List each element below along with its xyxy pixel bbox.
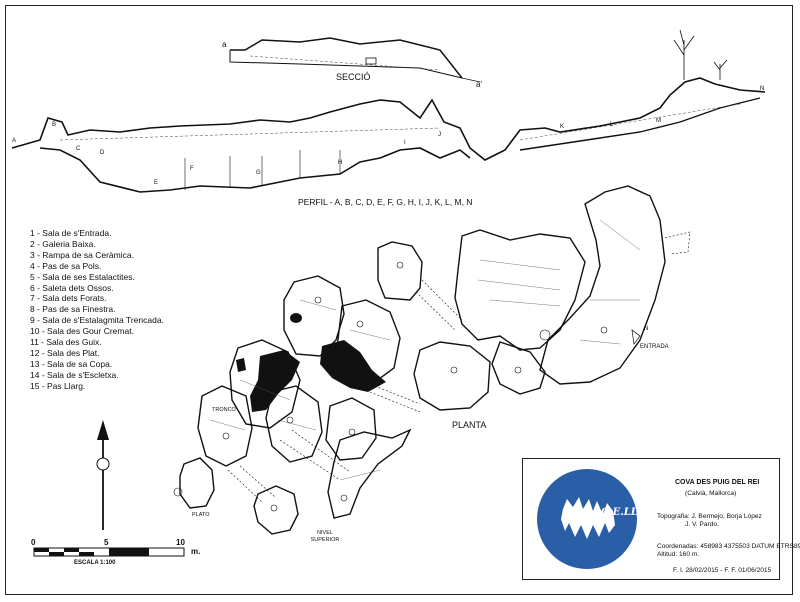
legend-item: 11 - Sala des Guix.	[30, 337, 102, 348]
profile-letter-h: H	[338, 160, 343, 166]
legend-item: 10 - Sala des Gour Cremat.	[30, 326, 134, 337]
profile-letter-g: G	[256, 170, 261, 176]
scale-tick-10: 10	[176, 538, 185, 547]
entrada-label: ENTRADA	[640, 344, 669, 350]
seccio-label: SECCIÓ	[336, 72, 371, 82]
legend-item: 2 - Galeria Baixa.	[30, 238, 96, 249]
legend-item: 14 - Sala de s'Escletxa.	[30, 369, 119, 380]
perfil-label: PERFIL - A, B, C, D, E, F, G, H, I, J, K…	[298, 197, 473, 207]
coordenadas-line2: Altitud: 160 m.	[657, 551, 700, 558]
profile-letter-n: N	[760, 86, 765, 92]
profile-letter-a: A	[12, 138, 17, 144]
coordenadas-line1: Coordenadas: 458983 4375503 DATUM ETRS89…	[657, 543, 800, 550]
profile-letter-c: C	[76, 146, 81, 152]
section-marker-a-prime: a'	[476, 80, 482, 89]
legend-item: 3 - Rampa de sa Ceràmica.	[30, 249, 134, 260]
scale-unit: m.	[191, 547, 201, 556]
scale-tick-5: 5	[104, 538, 109, 547]
scale-tick-0: 0	[31, 538, 36, 547]
topografia-line2: J. V. Pardo.	[685, 521, 719, 528]
topografia-line1: Topografia: J. Bermejo, Borja López	[657, 513, 762, 520]
legend-item: 13 - Sala de sa Copa.	[30, 358, 113, 369]
room-legend: 1 - Sala de s'Entrada. 2 - Galeria Baixa…	[30, 228, 164, 392]
map-frame	[5, 5, 793, 595]
tronco-label: TRONCO	[212, 407, 236, 413]
legend-item: 7 - Sala dets Forats.	[30, 293, 107, 304]
section-marker-a: a	[222, 40, 227, 49]
legend-item: 12 - Sala des Plat.	[30, 347, 100, 358]
planta-label: PLANTA	[452, 420, 487, 430]
plan-north-label: N	[644, 326, 649, 332]
cave-name: COVA DES PUIG DEL REI	[675, 479, 760, 486]
legend-item: 15 - Pas Llarg.	[30, 380, 86, 391]
legend-item: 9 - Sala de s'Estalagmita Trencada.	[30, 315, 164, 326]
scale-label: ESCALA 1:100	[74, 560, 116, 566]
plato-label: PLATO	[192, 512, 210, 518]
profile-letter-f: F	[190, 166, 194, 172]
profile-letter-k: K	[560, 124, 565, 130]
scale-bar	[33, 547, 185, 557]
north-arrow-icon	[96, 420, 110, 530]
profile-letter-l: L	[610, 122, 614, 128]
profile-letter-m: M	[656, 118, 661, 124]
profile-letter-j: J	[438, 132, 441, 138]
location: (Calvià, Mallorca)	[685, 490, 737, 497]
logo-text: G.E.LL.	[601, 507, 642, 518]
legend-item: 1 - Sala de s'Entrada.	[30, 228, 112, 238]
legend-item: 4 - Pas de sa Pols.	[30, 260, 102, 271]
profile-letter-e: E	[154, 180, 159, 186]
profile-letter-i: I	[404, 140, 406, 146]
profile-letter-d: D	[100, 150, 105, 156]
legend-item: 5 - Sala de ses Estalactites.	[30, 271, 135, 282]
legend-item: 6 - Saleta dets Ossos.	[30, 282, 114, 293]
title-block: Grup Espeleo Llubí G.E.LL. COVA DES PUIG…	[522, 458, 800, 580]
gell-logo-icon: Grup Espeleo Llubí	[537, 469, 637, 570]
survey-dates: F. I. 28/02/2015 - F. F. 01/06/2015	[673, 567, 772, 574]
legend-item: 8 - Pas de sa Finestra.	[30, 304, 116, 315]
nivel-superior-label: NIVEL SUPERIOR	[310, 530, 340, 543]
profile-letter-b: B	[52, 122, 57, 128]
